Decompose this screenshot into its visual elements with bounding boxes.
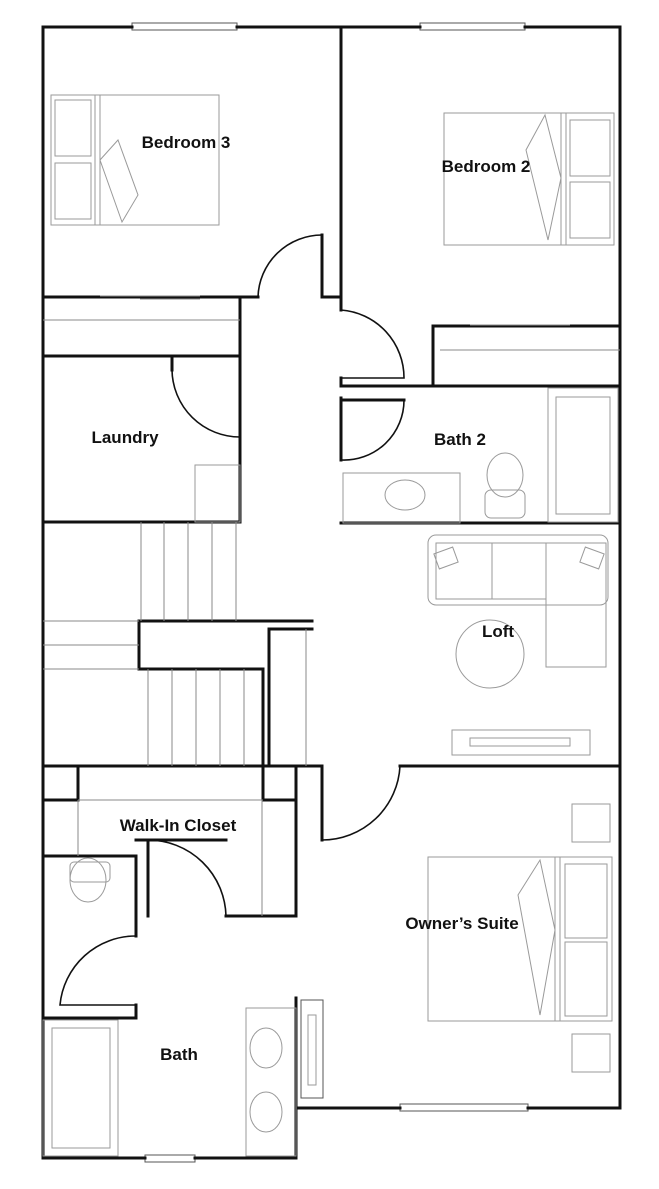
doors: [59, 234, 405, 1006]
door-bath: [59, 935, 137, 1006]
interior-walls: [41, 25, 622, 1110]
door-walkin-closet: [147, 839, 227, 917]
label-bath2: Bath 2: [434, 430, 486, 449]
label-bedroom3: Bedroom 3: [142, 133, 231, 152]
bath-fixtures: [42, 857, 317, 1157]
door-bedroom2: [340, 309, 405, 379]
label-loft: Loft: [482, 622, 514, 641]
label-bedroom2: Bedroom 2: [442, 157, 531, 176]
room-labels: Bedroom 3 Bedroom 2 Laundry Bath 2 Loft …: [91, 133, 530, 1064]
door-bath2: [340, 399, 405, 461]
closet-fixtures: [43, 295, 620, 916]
label-bath: Bath: [160, 1045, 198, 1064]
door-bedroom3: [257, 234, 323, 298]
window-bedroom2: [419, 22, 526, 31]
laundry-appliance: [194, 464, 241, 523]
stairs: [43, 522, 307, 766]
bed-bedroom2: [443, 112, 615, 246]
windows: [131, 22, 529, 1163]
window-bedroom3: [131, 22, 238, 31]
door-laundry: [171, 369, 241, 438]
label-owners-suite: Owner’s Suite: [405, 914, 518, 933]
window-owners-suite: [399, 1103, 529, 1112]
door-owners-suite: [321, 765, 401, 841]
bed-owners-suite: [427, 803, 613, 1073]
label-walkin-closet: Walk-In Closet: [120, 816, 237, 835]
bed-bedroom3: [50, 94, 220, 226]
window-bath: [144, 1154, 196, 1163]
bath2-fixtures: [342, 387, 619, 524]
window-bath-side: [300, 999, 324, 1099]
exterior-walls: [41, 25, 622, 1160]
label-laundry: Laundry: [91, 428, 159, 447]
loft-furniture: [427, 534, 609, 756]
